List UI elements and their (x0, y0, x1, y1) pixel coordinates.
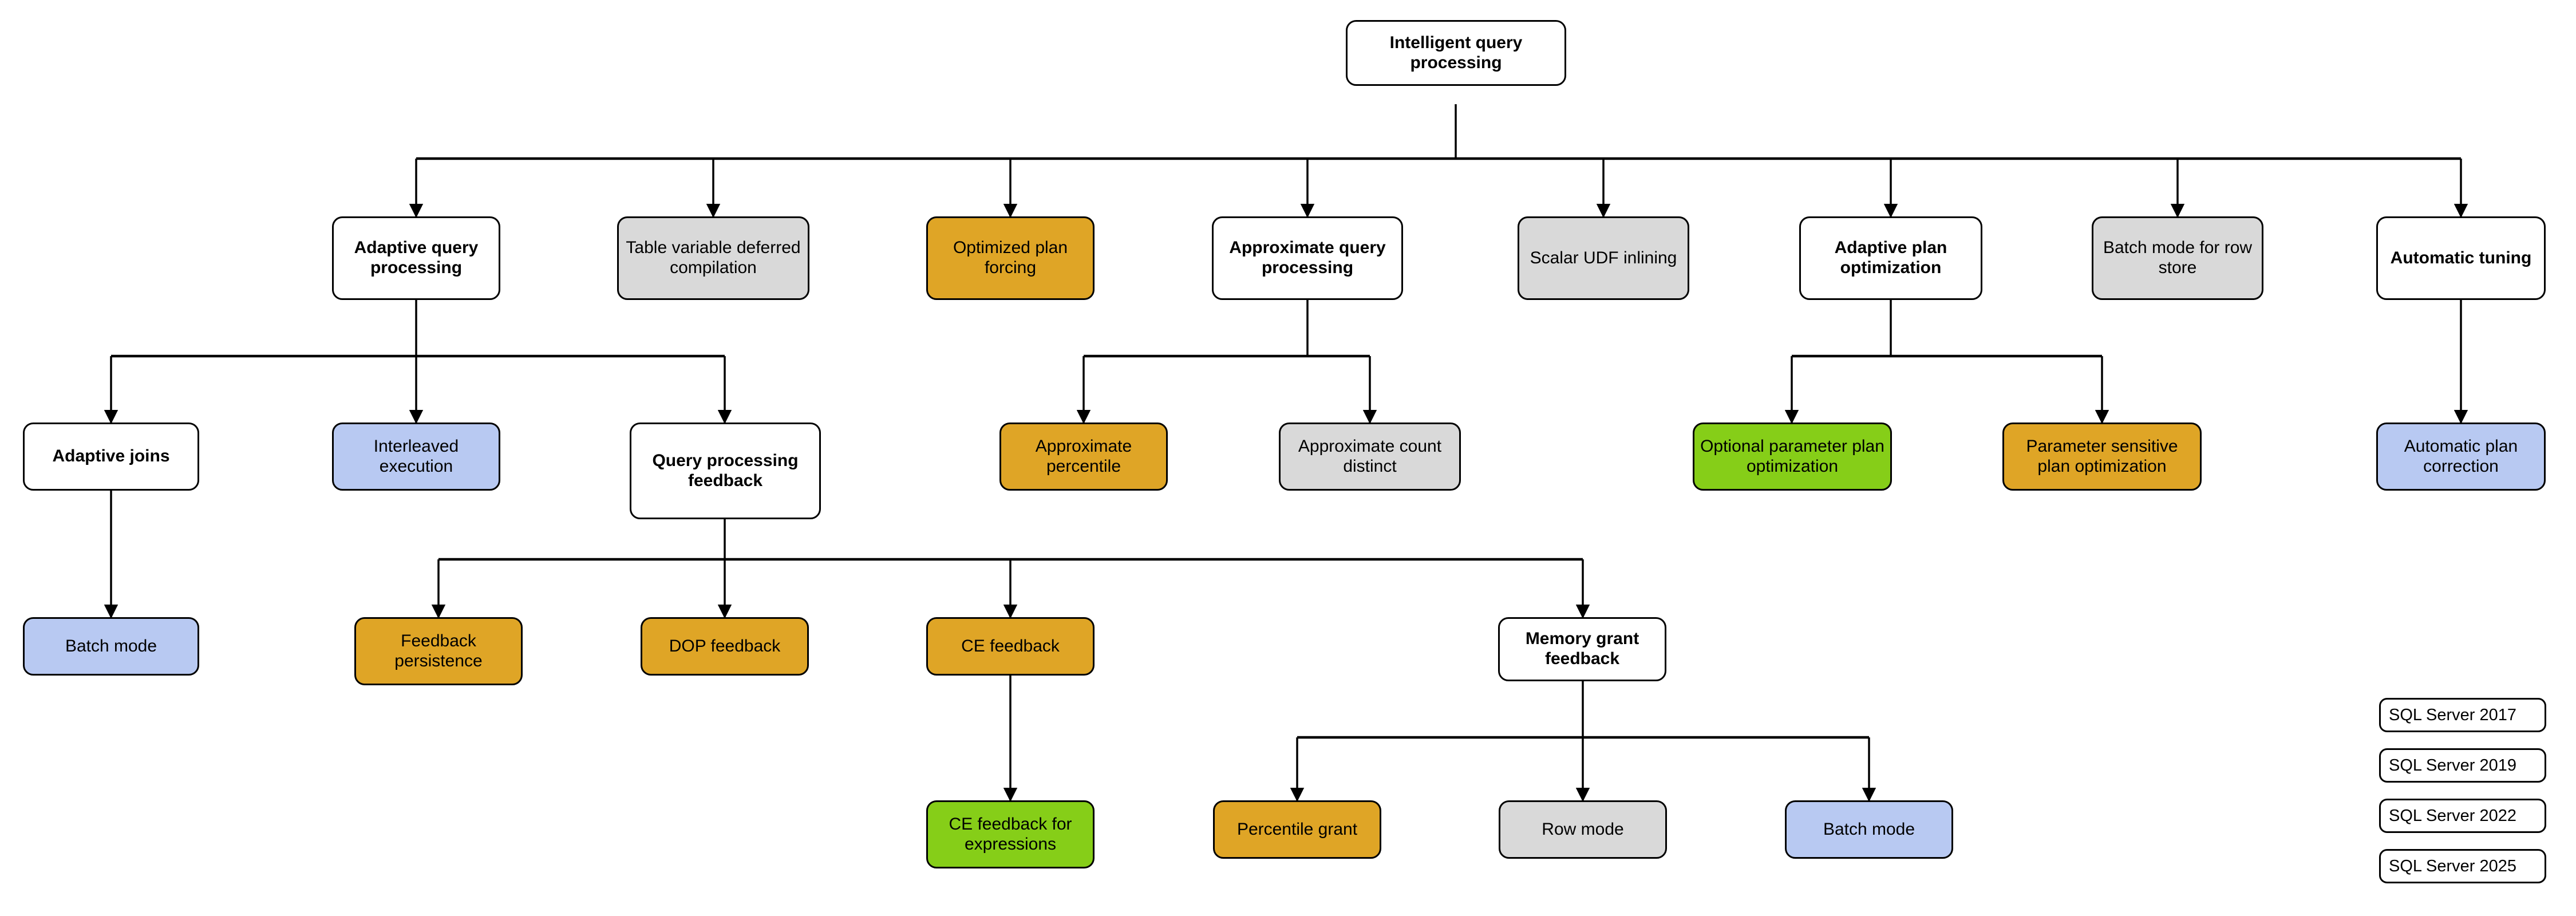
node-label: Adaptive query processing (354, 238, 479, 277)
node-label: Percentile grant (1236, 819, 1358, 839)
legend-item-sql-server-2017[interactable]: SQL Server 2017 (2379, 698, 2546, 732)
node-batch-mode-adaptive-joins[interactable]: Batch mode (23, 617, 199, 676)
node-label: Adaptive plan optimization (1834, 238, 1947, 277)
node-adaptive-joins[interactable]: Adaptive joins (23, 423, 199, 491)
node-label: Memory grant feedback (1525, 629, 1639, 668)
node-ce-feedback-for-expressions[interactable]: CE feedback for expressions (926, 800, 1095, 868)
node-label: CE feedback (961, 636, 1060, 656)
node-adaptive-plan-optimization[interactable]: Adaptive plan optimization (1799, 216, 1982, 300)
legend-item-sql-server-2019[interactable]: SQL Server 2019 (2379, 748, 2546, 783)
legend-label: SQL Server 2017 (2389, 705, 2516, 724)
node-label: DOP feedback (669, 636, 781, 656)
node-label: Batch mode (1823, 819, 1915, 839)
node-label: Approximate count distinct (1298, 436, 1442, 476)
node-label: Optimized plan forcing (953, 238, 1068, 277)
node-ce-feedback[interactable]: CE feedback (926, 617, 1095, 676)
legend-item-sql-server-2022[interactable]: SQL Server 2022 (2379, 799, 2546, 833)
node-label: Interleaved execution (373, 436, 459, 476)
node-label: Parameter sensitive plan optimization (2026, 436, 2178, 476)
node-label: Feedback persistence (394, 631, 483, 670)
node-label: Row mode (1542, 819, 1624, 839)
node-label: Adaptive joins (52, 447, 170, 466)
legend-label: SQL Server 2019 (2389, 756, 2516, 775)
legend-label: SQL Server 2025 (2389, 856, 2516, 875)
node-label: Optional parameter plan optimization (1700, 436, 1884, 476)
node-dop-feedback[interactable]: DOP feedback (641, 617, 809, 676)
node-optional-parameter-plan-optimization[interactable]: Optional parameter plan optimization (1693, 423, 1892, 491)
node-memory-grant-feedback[interactable]: Memory grant feedback (1498, 617, 1666, 681)
node-scalar-udf-inlining[interactable]: Scalar UDF inlining (1518, 216, 1689, 300)
node-label: Approximate percentile (1035, 436, 1132, 476)
node-feedback-persistence[interactable]: Feedback persistence (354, 617, 523, 685)
node-approximate-query-processing[interactable]: Approximate query processing (1212, 216, 1403, 300)
node-adaptive-query-processing[interactable]: Adaptive query processing (332, 216, 500, 300)
node-parameter-sensitive-plan-optimization[interactable]: Parameter sensitive plan optimization (2002, 423, 2202, 491)
node-label: Table variable deferred compilation (626, 238, 801, 277)
node-batch-mode-for-row-store[interactable]: Batch mode for row store (2092, 216, 2263, 300)
node-optimized-plan-forcing[interactable]: Optimized plan forcing (926, 216, 1095, 300)
node-label: Batch mode (65, 636, 157, 656)
node-approximate-count-distinct[interactable]: Approximate count distinct (1279, 423, 1461, 491)
node-label: Batch mode for row store (2103, 238, 2253, 277)
node-label: Automatic tuning (2390, 248, 2532, 267)
node-table-variable-deferred-compilation[interactable]: Table variable deferred compilation (617, 216, 809, 300)
node-automatic-plan-correction[interactable]: Automatic plan correction (2376, 423, 2546, 491)
node-interleaved-execution[interactable]: Interleaved execution (332, 423, 500, 491)
node-approximate-percentile[interactable]: Approximate percentile (999, 423, 1168, 491)
node-label: Intelligent query processing (1389, 33, 1523, 72)
node-automatic-tuning[interactable]: Automatic tuning (2376, 216, 2546, 300)
node-label: Approximate query processing (1229, 238, 1386, 277)
node-batch-mode-memory-grant[interactable]: Batch mode (1785, 800, 1953, 859)
node-intelligent-query-processing[interactable]: Intelligent query processing (1346, 20, 1566, 86)
node-query-processing-feedback[interactable]: Query processing feedback (630, 423, 821, 519)
node-label: CE feedback for expressions (949, 814, 1072, 854)
node-label: Query processing feedback (652, 451, 799, 490)
node-label: Scalar UDF inlining (1530, 248, 1677, 267)
node-row-mode[interactable]: Row mode (1499, 800, 1667, 859)
node-label: Automatic plan correction (2404, 436, 2518, 476)
node-percentile-grant[interactable]: Percentile grant (1213, 800, 1381, 859)
legend-label: SQL Server 2022 (2389, 806, 2516, 825)
legend-item-sql-server-2025[interactable]: SQL Server 2025 (2379, 849, 2546, 883)
